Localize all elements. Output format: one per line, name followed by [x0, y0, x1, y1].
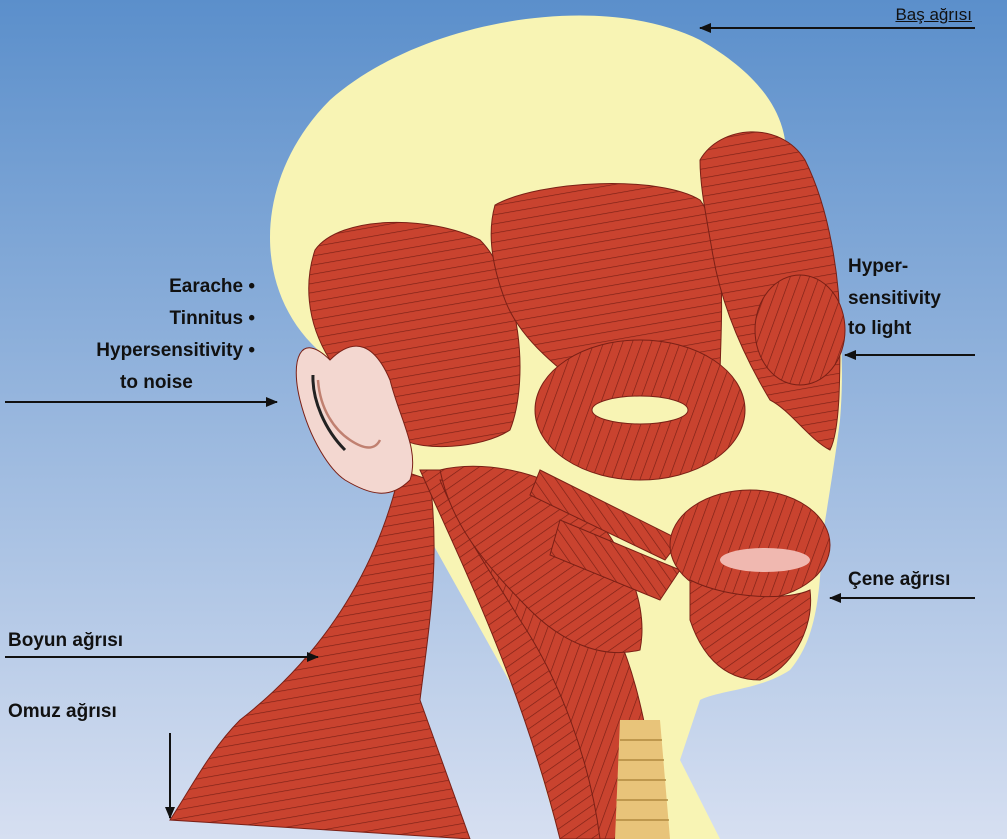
right-eye-muscle [755, 275, 845, 385]
jaw-label: Çene ağrısı [848, 569, 950, 591]
ear-symptom-tinnitus: Tinnitus • [170, 308, 255, 330]
light-label-line2: sensitivity [848, 288, 941, 310]
headache-label: Baş ağrısı [895, 5, 972, 25]
neck-label: Boyun ağrısı [8, 630, 123, 652]
shoulder-label: Omuz ağrısı [8, 701, 117, 723]
eye-opening [592, 396, 688, 424]
ear-symptom-hypersensitivity: Hypersensitivity • [96, 340, 255, 362]
trapezius-muscle [170, 470, 470, 839]
ear-symptom-earache: Earache • [169, 276, 255, 298]
ear-symptom-to-noise: to noise [120, 372, 193, 394]
lips [720, 548, 810, 572]
light-label-line3: to light [848, 318, 911, 340]
light-label-line1: Hyper- [848, 256, 908, 278]
